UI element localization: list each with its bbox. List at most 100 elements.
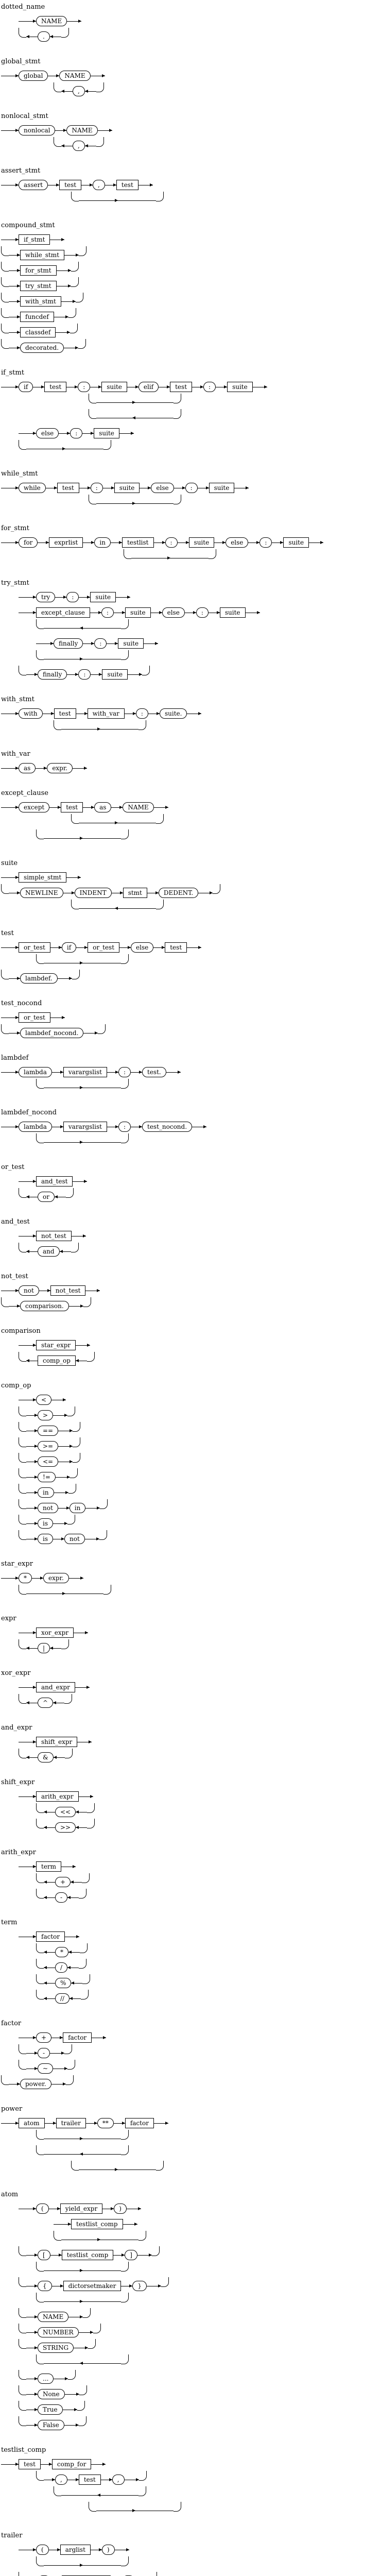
- terminal-node: NAME: [66, 125, 98, 135]
- rule-factor: factor+factor-~power.: [1, 2020, 381, 2092]
- branch-curve-right: [65, 1188, 74, 1198]
- branch-curve-right: [142, 665, 150, 675]
- nonterminal-node: factor: [36, 1931, 65, 1942]
- exit-line: [76, 1343, 91, 1347]
- rr-path-loop: or: [19, 1188, 381, 1205]
- arrow-connector: [42, 641, 54, 645]
- nonterminal-node: suite: [209, 483, 235, 493]
- arrow-connector: [9, 268, 20, 272]
- entry-line: [19, 1345, 25, 1346]
- arrow-connector: [44, 1981, 55, 1985]
- branch-curve-left: [1, 1024, 9, 1034]
- rr-path-loop: comp_op: [19, 1351, 381, 1368]
- rr-path-loop: +: [36, 1873, 381, 1890]
- arrow-connector: [119, 945, 131, 949]
- branch-curve-right: [73, 1437, 81, 1447]
- branch-curve-right: [67, 2059, 76, 2070]
- rule-title: arith_expr: [1, 1849, 36, 1856]
- rr-path-loop: >>: [36, 1818, 381, 1835]
- nonterminal-node: suite: [283, 537, 309, 548]
- branch-curve-left: [1, 261, 9, 272]
- arrow-connector: [50, 2253, 62, 2257]
- rr-path-alt: [subscriptlist]: [19, 2571, 381, 2576]
- rr-path-alt: finally:suite: [19, 665, 381, 682]
- rr-path-alt: classdef: [1, 323, 381, 340]
- branch-curve-left: [71, 814, 79, 824]
- branch-curve-right: [100, 1499, 108, 1509]
- terminal-node: else: [162, 607, 185, 618]
- arrow-connector: [26, 672, 38, 676]
- rr-path-loop: [36, 619, 381, 636]
- rr-path-loop: ,: [54, 137, 381, 154]
- exit-line: [84, 89, 96, 93]
- rr-path-main: arith_expr: [19, 1789, 381, 1804]
- branch-curve-left: [36, 2556, 44, 2566]
- arrow-connector: [55, 128, 67, 132]
- terminal-node: for: [19, 537, 38, 548]
- exit-line: [78, 2330, 93, 2334]
- rr-path-alt: comparison.: [1, 1297, 381, 1314]
- terminal-node: NAME: [38, 2312, 69, 2322]
- arrow-connector: [44, 2121, 56, 2125]
- branch-curve-left: [36, 2470, 44, 2481]
- exit-line: [166, 1070, 181, 1074]
- arrow-connector: [83, 641, 95, 645]
- branch-curve-left: [19, 1499, 26, 1509]
- nonterminal-node: suite: [94, 428, 119, 438]
- branch-curve-left: [36, 1133, 44, 1143]
- rr-path-skip: [89, 393, 381, 410]
- nonterminal-node: and_expr: [36, 1682, 75, 1692]
- terminal-node: ,: [112, 2475, 125, 2485]
- rule-title: if_stmt: [1, 369, 24, 377]
- terminal-node: while: [19, 483, 46, 493]
- branch-curve-left: [19, 1242, 26, 1252]
- railroad-tracks: (arglist)[subscriptlist].NAME.: [1, 2542, 381, 2576]
- terminal-node: :: [94, 638, 107, 649]
- branch-curve-right: [174, 409, 181, 419]
- rr-path-alt: while_stmt: [1, 246, 381, 263]
- terminal-node: test.: [142, 1067, 166, 1077]
- terminal-node: comparison.: [20, 1301, 69, 1311]
- rr-path-alt-first: simple_stmt: [1, 870, 381, 885]
- rr-path-loop: //: [36, 1989, 381, 2006]
- loop-back-line: [61, 2493, 138, 2497]
- arrow-connector: [7, 2462, 19, 2466]
- rr-path-alt: >: [19, 1406, 381, 1423]
- arrow-connector: [25, 1685, 36, 1689]
- arrow-connector: [79, 595, 91, 599]
- branch-curve-right: [93, 2323, 101, 2333]
- arrow-connector: [83, 805, 95, 809]
- nonterminal-node: comp_op: [38, 1355, 76, 1366]
- railroad-tracks: NAME.: [1, 13, 381, 44]
- branch-curve-right: [121, 954, 129, 964]
- branch-curve-right: [121, 829, 129, 839]
- branch-curve-left: [1, 2075, 9, 2085]
- terminal-node: power.: [20, 2079, 51, 2089]
- rule-title: for_stmt: [1, 524, 29, 532]
- arrow-connector: [113, 2253, 125, 2257]
- rr-path-alt: NUMBER: [19, 2323, 381, 2340]
- branch-curve-left: [124, 549, 131, 559]
- terminal-node: |: [38, 1643, 50, 1653]
- rr-path-alt: False: [19, 2416, 381, 2433]
- terminal-node: lambdef_nocond.: [20, 1028, 84, 1038]
- terminal-node: try: [36, 592, 56, 602]
- exit-line: [55, 1475, 70, 1479]
- entry-line: [19, 597, 25, 598]
- arrow-connector: [44, 1880, 55, 1884]
- branch-curve-right: [149, 2571, 157, 2576]
- rr-path-alt: decorated.: [1, 338, 381, 355]
- branch-curve-right: [78, 246, 86, 256]
- terminal-node: finally: [54, 638, 83, 649]
- arrow-connector: [9, 299, 20, 303]
- terminal-node: in: [94, 537, 111, 548]
- nonterminal-node: stmt: [123, 888, 147, 898]
